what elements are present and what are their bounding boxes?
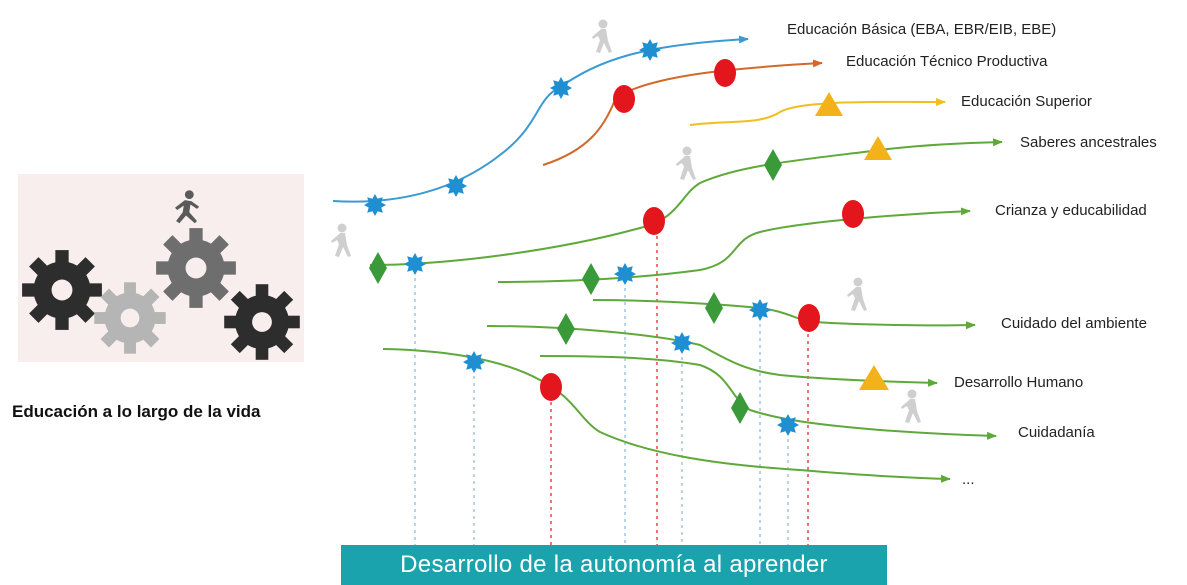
label-basica: Educación Básica (EBA, EBR/EIB, EBE) [787,21,1056,38]
circle-marker-icon [842,200,864,228]
path-ciudadania-line [539,355,997,440]
learning-paths [332,35,1003,483]
circle-marker-icon [613,85,635,113]
diamond-marker-icon [582,263,600,295]
walking-person-icon [676,146,696,180]
walking-person-icon [331,223,351,257]
triangle-marker-icon [864,136,892,160]
star-marker-icon [614,263,636,285]
gear-mid-icon [156,228,236,308]
label-cuidado: Cuidado del ambiente [1001,315,1147,332]
gear-dark-left-icon [22,250,102,330]
star-marker-icon [445,175,467,197]
diamond-marker-icon [731,392,749,424]
star-marker-icon [463,351,485,373]
star-marker-icon [364,194,386,216]
label-saberes: Saberes ancestrales [1020,134,1157,151]
walking-person-icon [847,277,867,311]
triangle-marker-icon [815,92,843,116]
footer-banner: Desarrollo de la autonomía al aprender [341,545,887,585]
label-desarrollo: Desarrollo Humano [954,374,1083,391]
diamond-marker-icon [557,313,575,345]
diamond-marker-icon [705,292,723,324]
star-marker-icon [550,77,572,99]
path-cuidado-line [592,299,976,330]
star-marker-icon [404,253,426,275]
circle-marker-icon [798,304,820,332]
triangle-markers [815,92,892,390]
label-mas: ... [962,471,975,488]
walking-person-icon [592,19,612,53]
diamond-marker-icon [369,252,387,284]
label-tecnico: Educación Técnico Productiva [846,53,1048,70]
path-superior-line [689,97,946,126]
path-mas-line [382,348,951,483]
star-marker-icon [749,299,771,321]
label-superior: Educación Superior [961,93,1092,110]
circle-marker-icon [540,373,562,401]
footer-text: Desarrollo de la autonomía al aprender [400,551,828,578]
star-marker-icon [777,414,799,436]
path-saberes-line [369,138,1003,266]
path-tecnico-line [542,59,823,166]
diamond-markers [369,149,782,424]
path-basica-line [332,35,749,203]
gear-light-icon [94,282,166,354]
diamond-marker-icon [764,149,782,181]
circle-marker-icon [714,59,736,87]
gear-dark-right-icon [224,284,300,360]
star-markers [364,39,799,436]
markers [364,39,892,436]
circle-markers [540,59,864,401]
timeline-dashed-lines [414,222,809,545]
star-marker-icon [671,332,693,354]
star-marker-icon [639,39,661,61]
path-crianza-line [497,207,971,283]
triangle-marker-icon [859,365,889,390]
path-labels: Educación Básica (EBA, EBR/EIB, EBE) Edu… [787,21,1157,488]
circle-marker-icon [643,207,665,235]
label-ciudadania: Cuidadanía [1018,424,1095,441]
gears-illustration [18,174,304,362]
walking-person-icon [901,389,921,423]
main-caption: Educación a lo largo de la vida [12,402,261,421]
running-person-icon [175,190,200,224]
label-crianza: Crianza y educabilidad [995,202,1147,219]
